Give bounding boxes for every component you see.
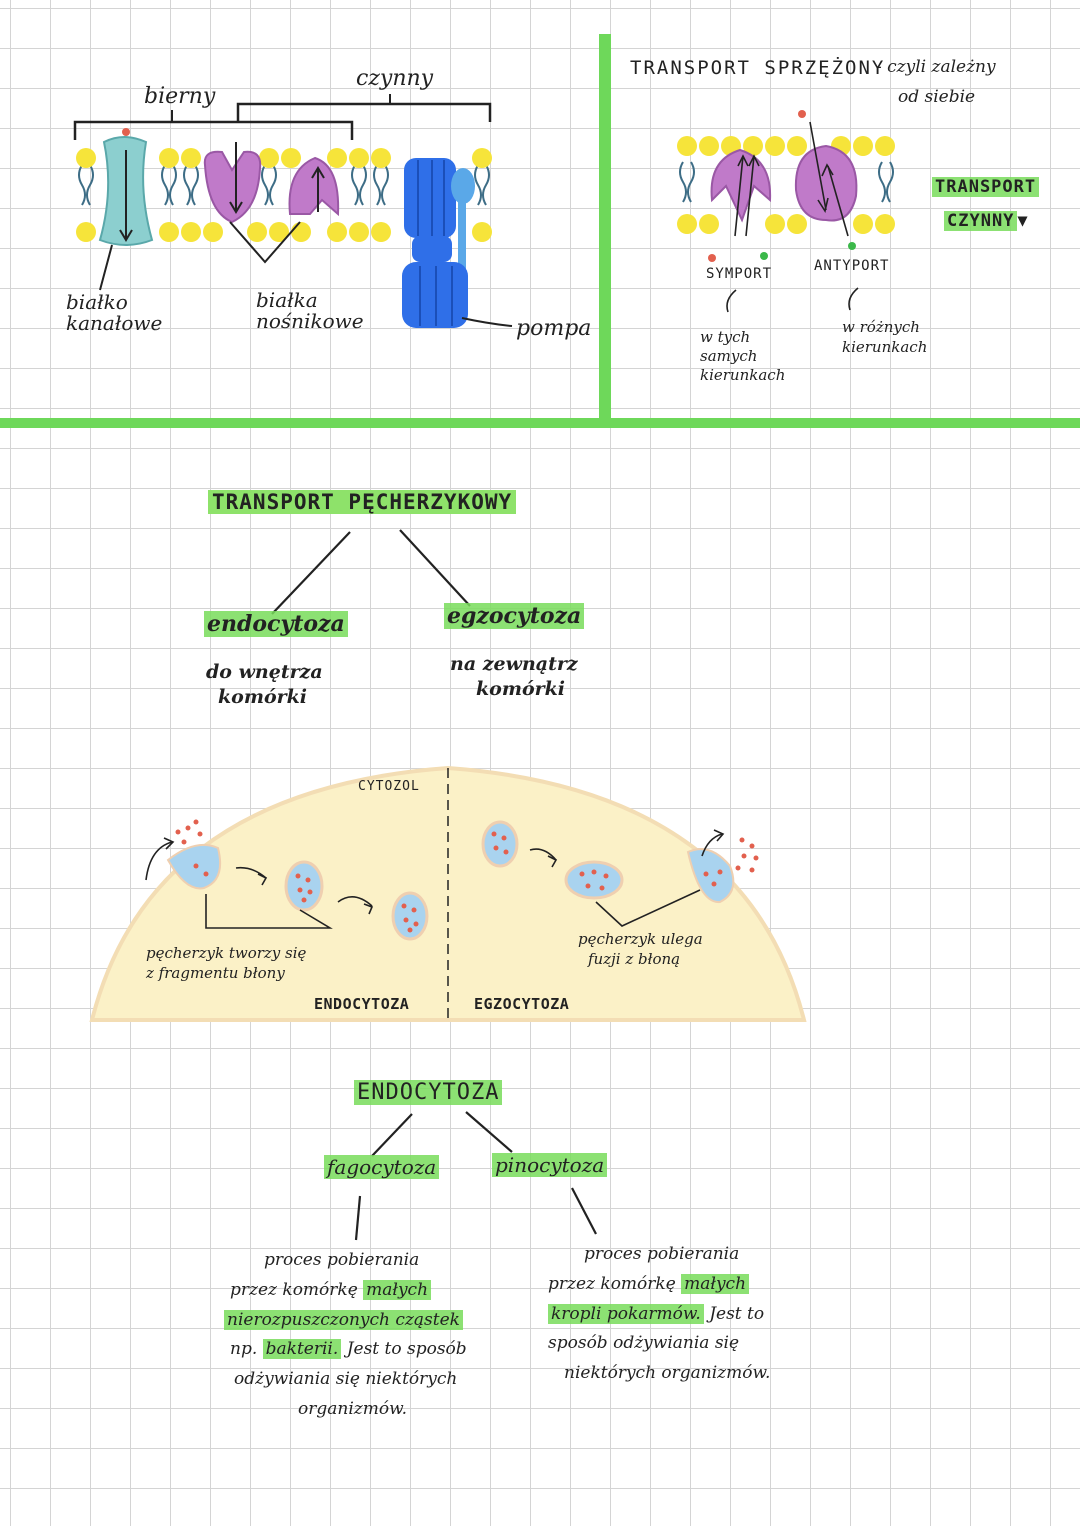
- tree-vesicular: [271, 529, 471, 615]
- membrane-coupled: [677, 110, 895, 313]
- label-carrier-line-2: nośnikowe: [256, 309, 364, 333]
- symport-label: SYMPORT: [706, 266, 773, 282]
- divider-horizontal: [0, 418, 1080, 428]
- cytosol-label: CYTOZOL: [358, 779, 420, 794]
- cell-diagram: [89, 765, 807, 1022]
- right-note-1: pęcherzyk ulega: [578, 930, 703, 948]
- egzo-desc: na zewnątrz komórki: [450, 652, 578, 701]
- pino-text-6: sposób odżywiania się: [548, 1333, 740, 1354]
- endo-desc-1: do wnętrza: [206, 661, 323, 683]
- egzo-desc-1: na zewnątrz: [450, 653, 578, 675]
- pino-text: proces pobierania przez komórkę małych k…: [548, 1240, 770, 1389]
- fago-text-5: np.: [230, 1339, 258, 1360]
- antiporter: [794, 144, 858, 222]
- fago-text-8: odżywiania się niektórych: [234, 1369, 458, 1389]
- left-note-1: pęcherzyk tworzy się: [146, 944, 307, 962]
- coupled-subtitle-1: - czyli zależny: [876, 57, 996, 77]
- pino-text-5: Jest to: [709, 1303, 765, 1324]
- fago-name-text: fagocytoza: [324, 1155, 440, 1179]
- label-pump: pompa: [516, 316, 592, 341]
- egzo-name-text: egzocytoza: [444, 603, 585, 629]
- label-bierny: bierny: [144, 84, 216, 109]
- symport-desc-1: w tych: [700, 328, 751, 346]
- fago-text-7: Jest to sposób: [346, 1339, 467, 1360]
- carrier-protein-2: [288, 156, 340, 217]
- egzo-name: egzocytoza: [444, 603, 585, 629]
- side-note-text-2: CZYNNY: [944, 211, 1018, 231]
- right-note: pęcherzyk ulega fuzji z błoną: [578, 930, 703, 969]
- right-note-2: fuzji z błoną: [588, 949, 681, 968]
- coupled-subtitle-2: od siebie: [898, 87, 976, 107]
- pump-protein: [402, 158, 475, 328]
- endocytosis-title-text: ENDOCYTOZA: [354, 1080, 503, 1105]
- endo-desc: do wnętrza komórki: [206, 660, 323, 709]
- tree-endocytosis: [354, 1111, 597, 1241]
- symport-desc-2: samych: [700, 346, 758, 365]
- carrier-protein-1: [203, 150, 262, 224]
- side-note-line-1: TRANSPORT: [932, 177, 1040, 198]
- divider-vertical: [599, 34, 611, 426]
- vesicular-title-text: TRANSPORT PĘCHERZYKOWY: [208, 490, 517, 514]
- label-carrier-proteins: białka nośnikowe: [256, 290, 364, 332]
- bracket-bierny: [73, 120, 354, 140]
- fago-text-3: małych: [363, 1279, 432, 1300]
- label-czynny: czynny: [356, 66, 434, 91]
- side-note-text-1: TRANSPORT: [932, 177, 1040, 197]
- pino-name-text: pinocytoza: [492, 1153, 608, 1177]
- endo-name-text: endocytoza: [204, 611, 348, 637]
- antyport-desc-2: kierunkach: [842, 337, 928, 356]
- vesicular-title: TRANSPORT PĘCHERZYKOWY: [208, 490, 517, 514]
- egzo-desc-2: komórki: [476, 677, 566, 700]
- side-note-line-2: CZYNNY▼: [944, 211, 1029, 232]
- symport-desc: w tych samych kierunkach: [700, 328, 785, 384]
- antyport-desc-1: w różnych: [842, 318, 920, 336]
- fago-text-1: proces pobierania: [264, 1250, 420, 1270]
- label-channel-line-1: białko: [66, 290, 128, 314]
- pino-text-1: proces pobierania: [584, 1244, 740, 1264]
- pino-text-3: małych: [681, 1273, 750, 1294]
- cell-label-endo: ENDOCYTOZA: [314, 995, 410, 1013]
- pino-name: pinocytoza: [492, 1153, 608, 1177]
- label-carrier-line-1: białka: [256, 288, 318, 312]
- antyport-label: ANTYPORT: [814, 258, 890, 274]
- pino-text-7: niektórych organizmów.: [564, 1363, 771, 1383]
- fago-text-2: przez komórkę: [230, 1279, 358, 1300]
- bracket-czynny: [236, 102, 492, 122]
- fago-text-4: nierozpuszczonych cząstek: [224, 1309, 463, 1330]
- fago-name: fagocytoza: [324, 1155, 440, 1179]
- label-channel-protein: białko kanałowe: [66, 292, 162, 334]
- coupled-title: TRANSPORT SPRZĘŻONY: [630, 57, 886, 79]
- left-note: pęcherzyk tworzy się z fragmentu błony: [146, 944, 306, 983]
- cell-label-egzo: EGZOCYTOZA: [474, 995, 570, 1013]
- pino-text-2: przez komórkę: [548, 1273, 676, 1294]
- fago-text: proces pobierania przez komórkę małych n…: [224, 1246, 467, 1425]
- pino-text-4: kropli pokarmów.: [548, 1303, 704, 1324]
- fago-text-6: bakterii.: [262, 1339, 342, 1360]
- heart-icon: ▼: [1017, 211, 1029, 231]
- fago-text-9: organizmów.: [298, 1398, 408, 1419]
- symport-desc-3: kierunkach: [700, 365, 786, 384]
- left-note-2: z fragmentu błony: [146, 963, 285, 982]
- membrane-left: [73, 94, 513, 328]
- antyport-desc: w różnych kierunkach: [842, 318, 927, 357]
- endo-name: endocytoza: [204, 611, 348, 637]
- endocytosis-title: ENDOCYTOZA: [354, 1080, 503, 1105]
- label-channel-line-2: kanałowe: [66, 311, 163, 335]
- endo-desc-2: komórki: [218, 685, 308, 708]
